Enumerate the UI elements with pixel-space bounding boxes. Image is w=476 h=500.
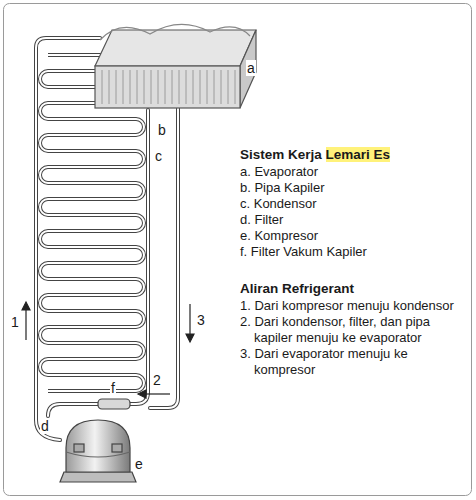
fin [123,70,124,104]
list-item: d. Filter [240,212,464,228]
title: Sistem Kerja Lemari Es [240,146,464,163]
fin [214,70,215,104]
fin [109,70,110,104]
fin [221,70,222,104]
list-item: 3. Dari evaporator menuju ke kompresor [240,346,464,378]
fin [137,70,138,104]
callout-letter: 2 [152,372,162,388]
list-item: e. Kompresor [240,228,464,244]
fin [200,70,201,104]
fin [158,70,159,104]
evaporator-symbol [95,24,256,108]
filter-symbol [98,399,130,409]
section-heading: Aliran Refrigerant [240,280,464,297]
list-item: a. Evaporator [240,164,464,180]
list-item: 1. Dari kompresor menuju kondensor [240,298,464,314]
callout-letter: f [110,380,116,396]
fin [116,70,117,104]
legend-column: Sistem Kerja Lemari Esa. Evaporatorb. Pi… [240,146,464,378]
callout-letter: d [40,418,50,434]
frame [4,4,472,496]
compressor-symbol [60,420,136,482]
fin [130,70,131,104]
callout-letter: 3 [196,312,206,328]
fin [235,70,236,104]
list-item: 2. Dari kondensor, filter, dan pipa kapi… [240,314,464,346]
list-item: f. Filter Vakum Kapiler [240,244,464,260]
list-item: b. Pipa Kapiler [240,180,464,196]
fin [172,70,173,104]
list-item: c. Kondensor [240,196,464,212]
fin [151,70,152,104]
fin [102,70,103,104]
callout-letter: a [246,60,256,76]
fin [179,70,180,104]
fin [186,70,187,104]
fin [207,70,208,104]
flow-arrow [22,302,194,398]
callout-letter: c [154,148,163,164]
fin [193,70,194,104]
callout-letter: 1 [10,314,20,330]
fin [165,70,166,104]
fin [144,70,145,104]
callout-letter: b [157,122,167,138]
callout-letter: e [134,456,144,472]
fin [228,70,229,104]
